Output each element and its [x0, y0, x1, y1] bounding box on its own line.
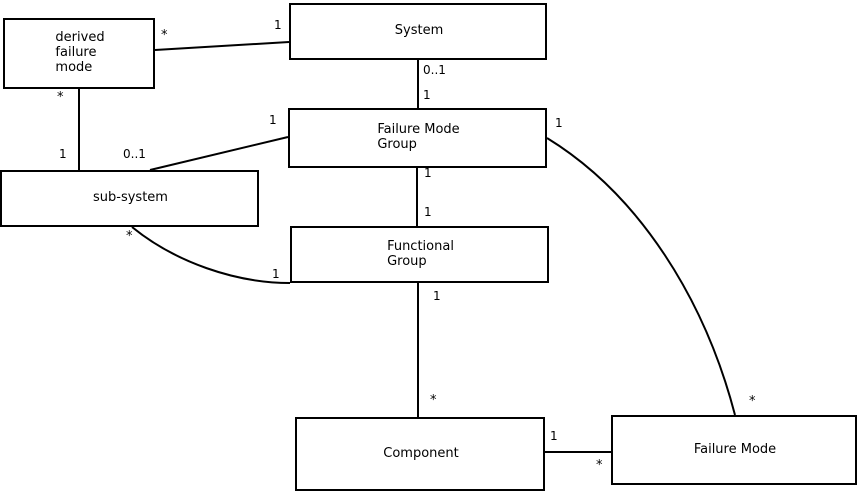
edge-derived-failure-mode--system — [154, 41, 290, 51]
edge-sub-system--failure-mode-group — [149, 136, 289, 171]
node-functional-group[interactable]: Functional Group — [290, 226, 549, 283]
node-system[interactable]: System — [289, 3, 547, 60]
node-label-sub-system: sub-system — [93, 190, 168, 206]
multiplicity-subsystem-fmg-target: 1 — [269, 113, 277, 127]
multiplicity-dfm-system-target: 1 — [274, 18, 282, 32]
multiplicity-fg-component-source: 1 — [433, 289, 441, 303]
multiplicity-fmg-fg-source: 1 — [424, 166, 432, 180]
multiplicity-subsystem-fmg-source: 0..1 — [123, 147, 146, 161]
node-failure-mode[interactable]: Failure Mode — [611, 415, 857, 485]
node-component[interactable]: Component — [295, 417, 545, 491]
node-sub-system[interactable]: sub-system — [0, 170, 259, 227]
multiplicity-dfm-system-source: * — [161, 28, 168, 43]
node-label-derived-failure-mode: derived failure mode — [55, 30, 105, 75]
multiplicity-dfm-subsystem-target: 1 — [59, 147, 67, 161]
node-label-system: System — [394, 23, 444, 39]
multiplicity-system-fmg-target: 1 — [423, 88, 431, 102]
node-derived-failure-mode[interactable]: derived failure mode — [3, 18, 155, 89]
node-label-failure-mode: Failure Mode — [693, 441, 777, 457]
multiplicity-component-fm-source: 1 — [550, 429, 558, 443]
node-label-functional-group: Functional Group — [387, 238, 454, 269]
multiplicity-component-fm-target: * — [596, 458, 603, 473]
node-label-component: Component — [383, 445, 459, 461]
multiplicity-fmg-fg-target: 1 — [424, 205, 432, 219]
multiplicity-dfm-subsystem-source: * — [57, 90, 64, 105]
node-failure-mode-group[interactable]: Failure Mode Group — [288, 108, 547, 168]
multiplicity-fg-component-target: * — [430, 393, 437, 408]
multiplicity-subsystem-fg-target: 1 — [272, 267, 280, 281]
multiplicity-fmg-fm-source: 1 — [555, 116, 563, 130]
multiplicity-system-fmg-source: 0..1 — [423, 63, 446, 77]
edge-failure-mode-group--failure-mode — [546, 137, 736, 416]
multiplicity-subsystem-fg-source: * — [126, 229, 133, 244]
multiplicity-fmg-fm-target: * — [749, 394, 756, 409]
node-label-failure-mode-group: Failure Mode Group — [377, 122, 460, 152]
edge-sub-system--functional-group — [131, 226, 291, 284]
